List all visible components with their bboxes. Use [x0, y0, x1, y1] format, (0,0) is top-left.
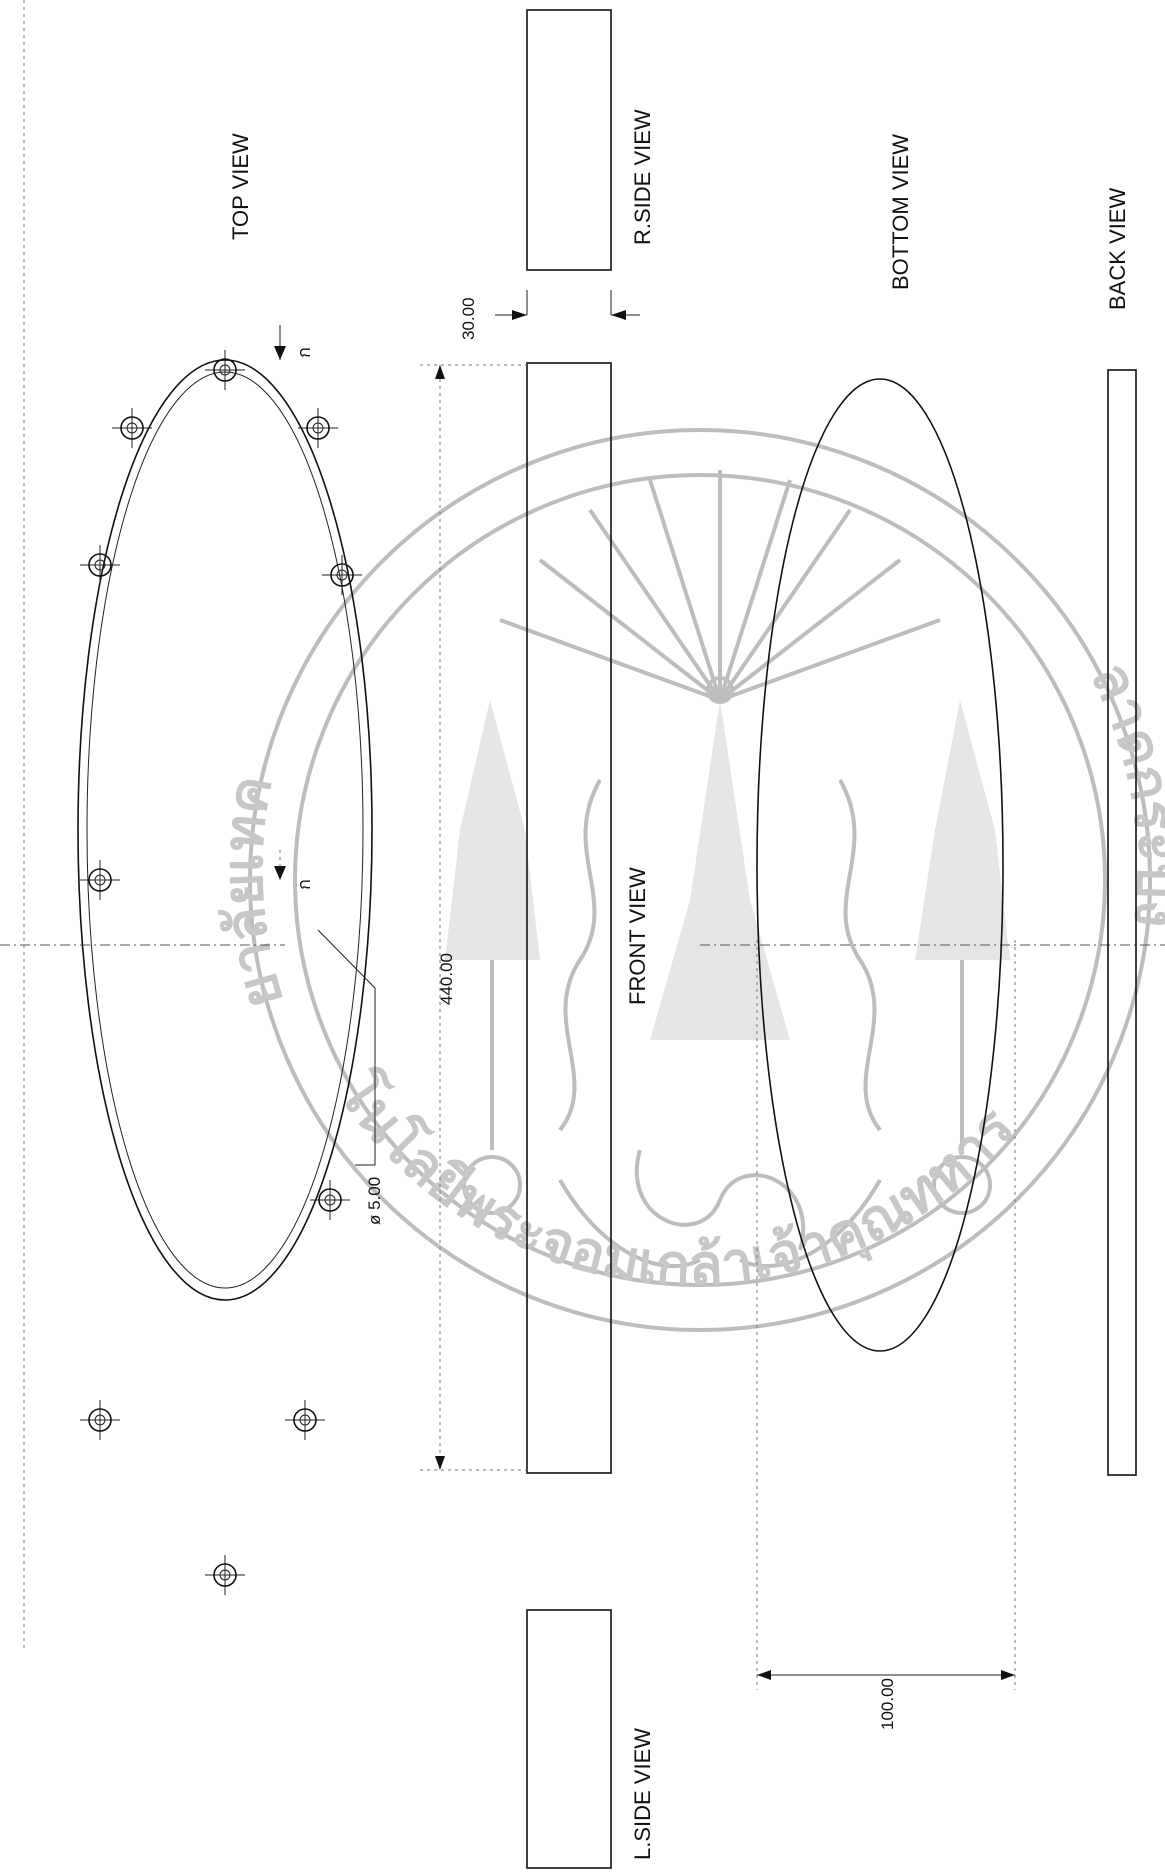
length-dimension — [420, 364, 527, 1471]
section-mark-bottom: ก — [294, 879, 315, 890]
mounting-hole — [322, 555, 362, 595]
mounting-hole — [205, 350, 245, 390]
watermark-seal: โนโลยีพระจอมเกล้าเจ้าคุณทหาร ยาลัยเทค ลา… — [211, 428, 1165, 1332]
mounting-hole — [80, 545, 120, 585]
watermark-right-text: ลาดกระบัง — [1078, 652, 1165, 930]
thickness-dimension — [495, 290, 640, 320]
back-view-rect — [1107, 369, 1137, 1476]
mounting-hole — [285, 1400, 325, 1440]
back-view-label: BACK VIEW — [1105, 188, 1130, 310]
top-view-label: TOP VIEW — [228, 133, 253, 240]
watermark-left-text: ยาลัยเทค — [211, 771, 297, 1016]
left-side-view-rect — [526, 1609, 612, 1869]
mounting-hole — [80, 1400, 120, 1440]
section-mark-top: ก — [294, 347, 315, 358]
right-side-view-rect — [526, 9, 612, 271]
hole-leader-line — [317, 929, 376, 1166]
front-view-label: FRONT VIEW — [625, 867, 650, 1005]
mounting-hole — [205, 1555, 245, 1595]
mounting-hole — [80, 860, 120, 900]
bottom-view-label: BOTTOM VIEW — [888, 134, 913, 290]
section-arrow-bottom — [274, 850, 286, 880]
mounting-holes — [80, 350, 362, 1595]
width-value: 100.00 — [878, 1678, 897, 1730]
left-side-view-label: L.SIDE VIEW — [630, 1728, 655, 1860]
section-arrow-top — [274, 325, 286, 360]
front-view-rect — [526, 362, 612, 1474]
watermark-arc-text: โนโลยีพระจอมเกล้าเจ้าคุณทหาร — [324, 1061, 1027, 1299]
length-value: 440.00 — [437, 953, 456, 1005]
bottom-view-ellipse — [756, 378, 1004, 1352]
hole-diameter-value: ø 5.00 — [365, 1177, 384, 1225]
width-dimension — [756, 940, 1016, 1690]
mounting-hole — [112, 408, 152, 448]
mounting-hole — [298, 408, 338, 448]
mounting-hole — [310, 1180, 350, 1220]
thickness-value: 30.00 — [459, 297, 478, 340]
right-side-view-label: R.SIDE VIEW — [630, 109, 655, 245]
